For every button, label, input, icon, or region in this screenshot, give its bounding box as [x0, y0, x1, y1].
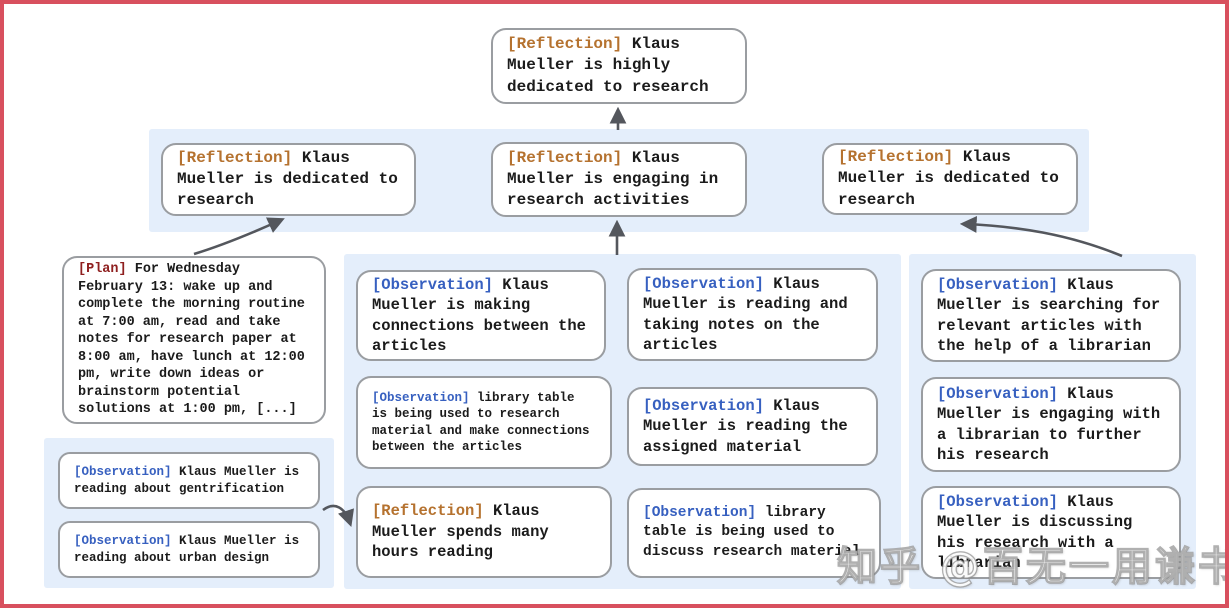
- observation-tag-label: [Observation]: [937, 492, 1058, 511]
- node-reflection-root: [Reflection] Klaus Mueller is highly ded…: [491, 28, 747, 104]
- node-text: Klaus Mueller is reading about urban des…: [74, 534, 300, 565]
- node-observation-library-research: [Observation] library table is being use…: [356, 376, 612, 469]
- node-text: Klaus Mueller is reading the assigned ma…: [643, 396, 848, 456]
- node-text: For Wednesday February 13: wake up and c…: [78, 262, 305, 418]
- node-plan: [Plan] For Wednesday February 13: wake u…: [62, 256, 326, 424]
- observation-tag-label: [Observation]: [74, 534, 172, 548]
- zhihu-watermark: 知乎 @百无一用谦书生: [836, 543, 1225, 590]
- node-text: library table is being used to discuss r…: [643, 505, 861, 560]
- reflection-tag-label: [Reflection]: [372, 502, 484, 521]
- node-text: Klaus Mueller is highly dedicated to res…: [507, 35, 709, 96]
- node-text: Klaus Mueller is dedicated to research: [838, 148, 1059, 209]
- observation-tag-label: [Observation]: [643, 274, 764, 293]
- plan-tag-label: [Plan]: [78, 262, 127, 278]
- node-observation-taking-notes: [Observation] Klaus Mueller is reading a…: [627, 268, 878, 361]
- node-observation-assigned-material: [Observation] Klaus Mueller is reading t…: [627, 387, 878, 466]
- node-text: Klaus Mueller is making connections betw…: [372, 275, 586, 355]
- node-text: Klaus Mueller is reading about gentrific…: [74, 465, 300, 496]
- observation-tag-label: [Observation]: [937, 384, 1058, 403]
- node-reflection-center: [Reflection] Klaus Mueller is engaging i…: [491, 142, 747, 217]
- node-text: Klaus Mueller is engaging in research ac…: [507, 148, 719, 210]
- node-observation-library-discuss: [Observation] library table is being use…: [627, 488, 881, 578]
- node-text: Klaus Mueller is dedicated to research: [177, 148, 398, 210]
- observation-tag-label: [Observation]: [937, 275, 1058, 294]
- node-observation-librarian-discuss: [Observation] Klaus Mueller is discussin…: [921, 486, 1181, 579]
- node-reflection-hours-reading: [Reflection] Klaus Mueller spends many h…: [356, 486, 612, 578]
- observation-tag-label: [Observation]: [372, 390, 470, 405]
- node-observation-gentrification: [Observation] Klaus Mueller is reading a…: [58, 452, 320, 509]
- node-text: Klaus Mueller is discussing his research…: [937, 492, 1133, 572]
- reflection-tag-label: [Reflection]: [507, 148, 623, 167]
- observation-tag-label: [Observation]: [643, 396, 764, 415]
- node-reflection-left: [Reflection] Klaus Mueller is dedicated …: [161, 143, 416, 216]
- node-reflection-right: [Reflection] Klaus Mueller is dedicated …: [822, 143, 1078, 215]
- observation-tag-label: [Observation]: [74, 465, 172, 479]
- node-text: Klaus Mueller is reading and taking note…: [643, 274, 848, 354]
- node-text: Klaus Mueller spends many hours reading: [372, 502, 549, 562]
- node-text: Klaus Mueller is engaging with a librari…: [937, 384, 1161, 464]
- observation-tag-label: [Observation]: [372, 275, 493, 294]
- node-observation-making-connections: [Observation] Klaus Mueller is making co…: [356, 270, 606, 361]
- reflection-tag-label: [Reflection]: [177, 148, 293, 167]
- reflection-tag-label: [Reflection]: [838, 148, 954, 167]
- observation-tag-label: [Observation]: [643, 505, 757, 522]
- node-text: library table is being used to research …: [372, 390, 590, 455]
- node-text: Klaus Mueller is searching for relevant …: [937, 275, 1161, 355]
- node-observation-librarian-search: [Observation] Klaus Mueller is searching…: [921, 269, 1181, 362]
- node-observation-urban-design: [Observation] Klaus Mueller is reading a…: [58, 521, 320, 578]
- node-observation-librarian-engage: [Observation] Klaus Mueller is engaging …: [921, 377, 1181, 472]
- reflection-tag-label: [Reflection]: [507, 35, 623, 54]
